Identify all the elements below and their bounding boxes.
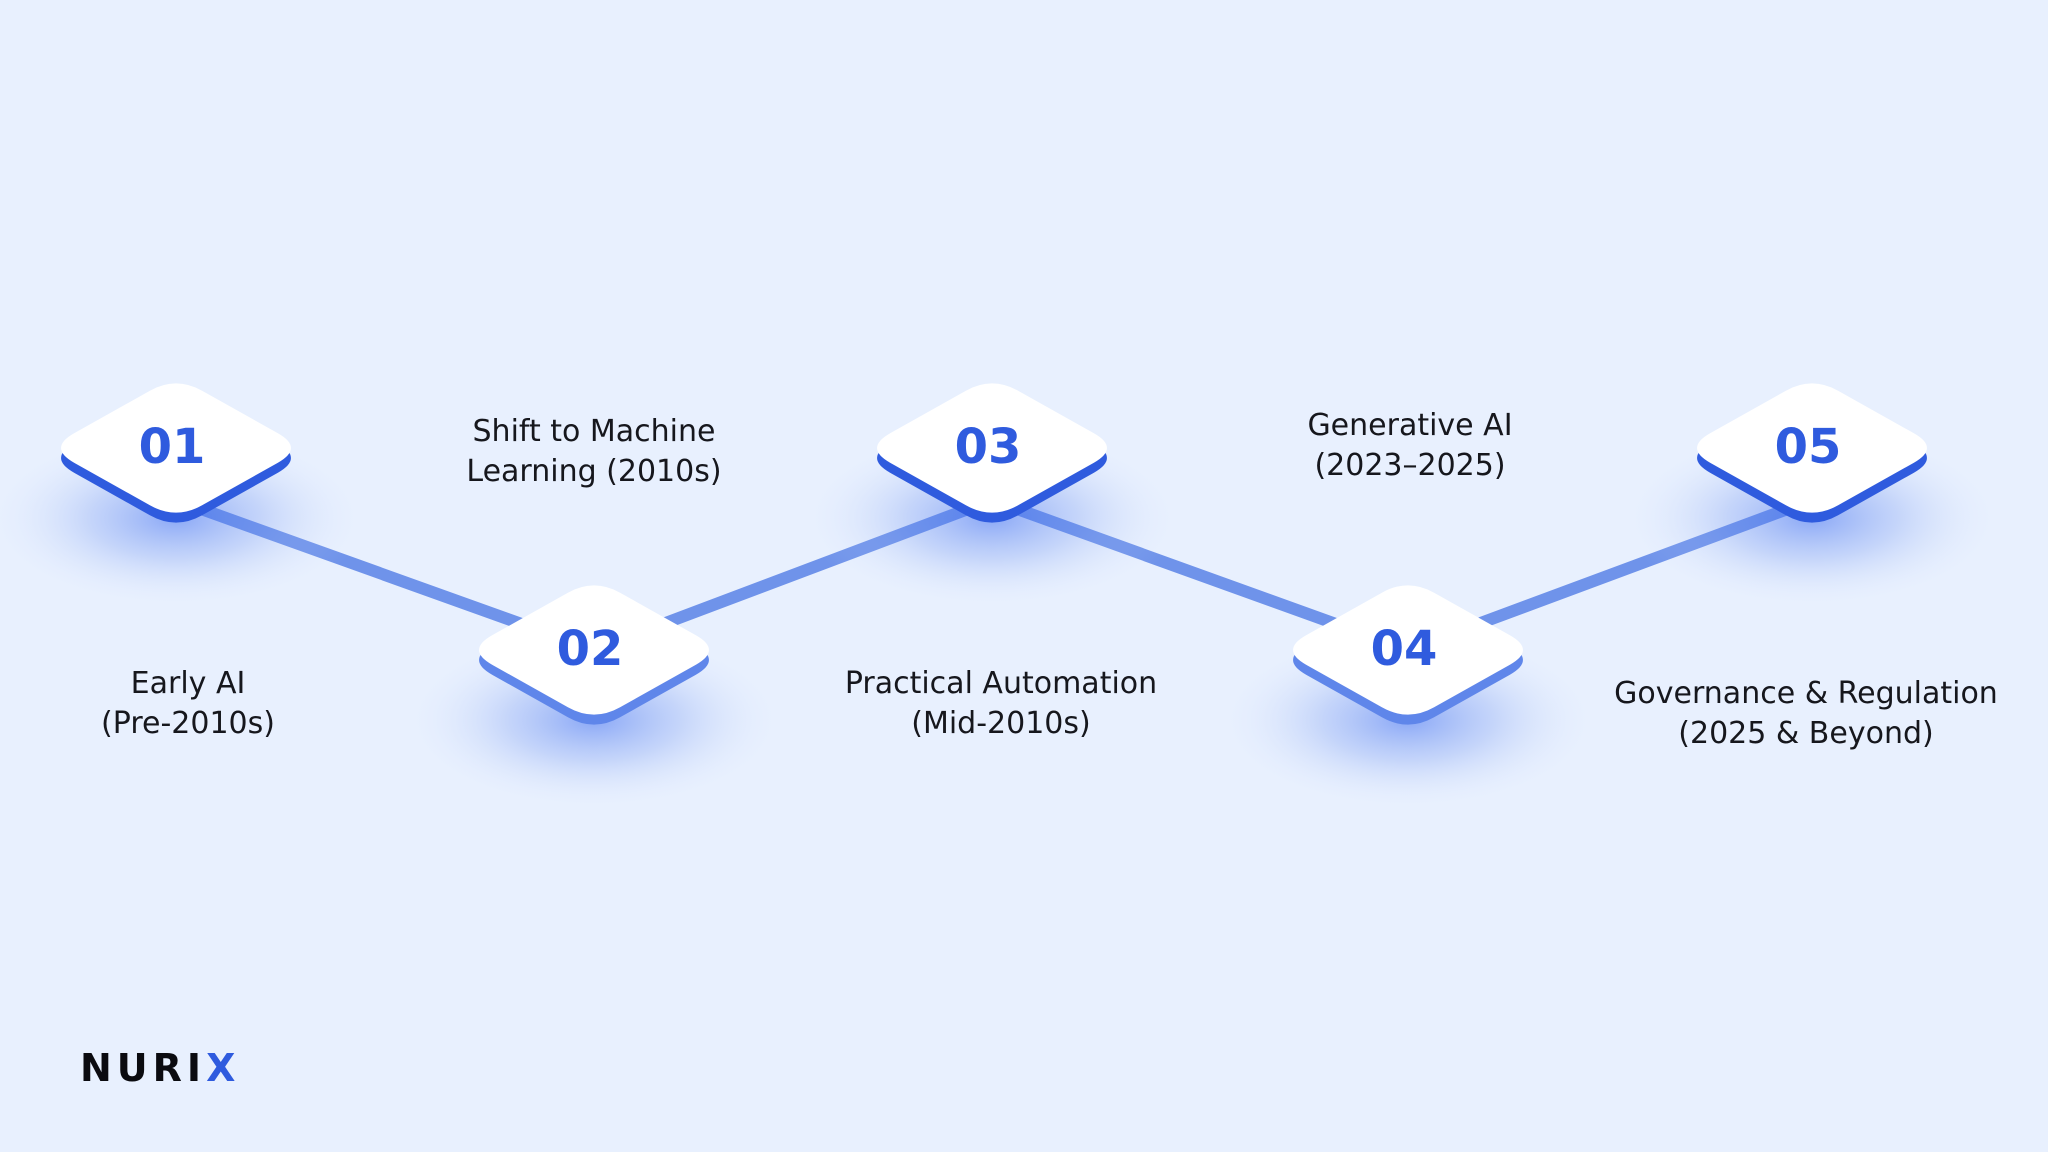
timeline-node-5: 05 <box>1622 383 2002 608</box>
timeline-node-4: 04 <box>1218 585 1598 810</box>
step-label-1: Early AI (Pre-2010s) <box>0 664 408 744</box>
node-face-2 <box>479 585 709 715</box>
timeline-node-3: 03 <box>802 383 1182 608</box>
step-label-4-line-2: (2023–2025) <box>1314 448 1506 483</box>
step-label-1-line-1: Early AI <box>130 666 246 701</box>
step-label-3-line-1: Practical Automation <box>844 666 1158 701</box>
step-label-4: Generative AI (2023–2025) <box>1190 406 1630 486</box>
node-number-1: 01 <box>139 419 206 475</box>
logo-text-mark: X <box>206 1046 241 1090</box>
step-label-2: Shift to Machine Learning (2010s) <box>374 412 814 492</box>
step-label-1-line-2: (Pre-2010s) <box>101 706 275 741</box>
step-label-5: Governance & Regulation (2025 & Beyond) <box>1586 674 2026 754</box>
logo-text-main: NURI <box>80 1046 207 1090</box>
timeline-node-1: 01 <box>0 383 366 608</box>
node-number-4: 04 <box>1371 621 1438 677</box>
node-face-1 <box>61 383 291 513</box>
step-label-4-line-1: Generative AI <box>1307 408 1513 443</box>
node-face-4 <box>1293 585 1523 715</box>
timeline-nodes: 01 02 03 04 05 <box>0 383 2002 810</box>
step-label-5-line-1: Governance & Regulation <box>1614 676 1998 711</box>
node-number-3: 03 <box>955 419 1022 475</box>
step-label-2-line-2: Learning (2010s) <box>466 454 722 489</box>
step-label-5-line-2: (2025 & Beyond) <box>1678 716 1934 751</box>
node-face-5 <box>1697 383 1927 513</box>
step-label-3: Practical Automation (Mid-2010s) <box>781 664 1221 744</box>
node-number-2: 02 <box>557 621 624 677</box>
node-face-3 <box>877 383 1107 513</box>
nurix-logo: NURIX <box>80 1046 240 1090</box>
step-label-3-line-2: (Mid-2010s) <box>911 706 1091 741</box>
timeline-node-2: 02 <box>404 585 784 810</box>
node-number-5: 05 <box>1775 419 1842 475</box>
step-label-2-line-1: Shift to Machine <box>472 414 716 449</box>
